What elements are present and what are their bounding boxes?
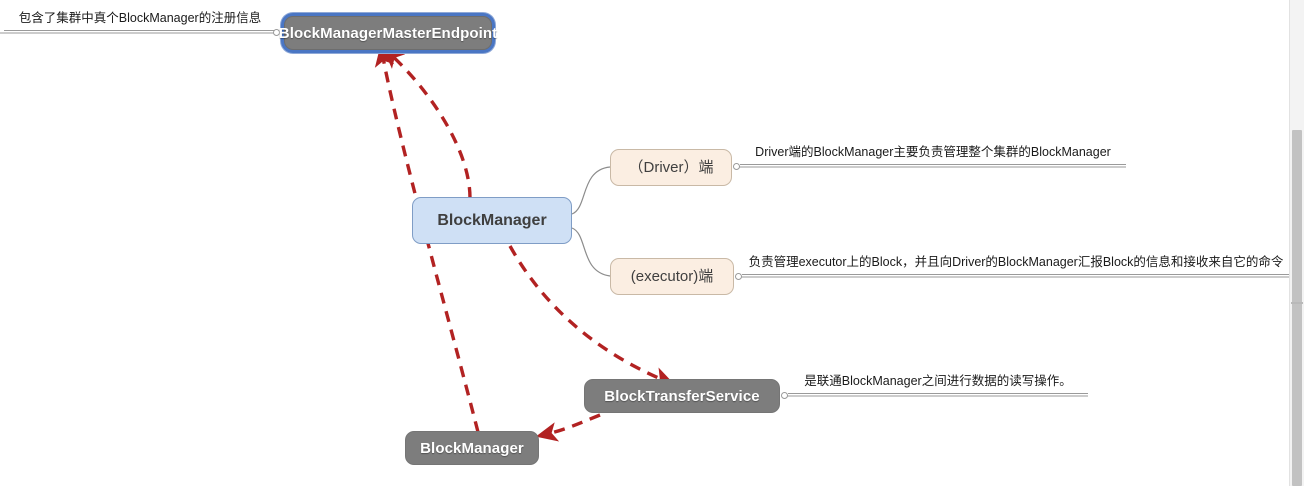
connector-dot-master-endpoint[interactable] — [273, 29, 280, 36]
node-label: （Driver）端 — [628, 159, 714, 176]
node-label: BlockManager — [420, 439, 524, 457]
node-block-manager-center[interactable]: BlockManager — [412, 197, 572, 244]
edge-center-to-executor — [571, 227, 611, 277]
node-block-manager-bottom[interactable]: BlockManager — [405, 431, 539, 465]
note-executor: 负责管理executor上的Block，并且向Driver的BlockManag… — [742, 255, 1290, 275]
note-master-endpoint: 包含了集群中真个BlockManager的注册信息 — [4, 11, 276, 31]
scrollbar-position-marker — [1291, 302, 1303, 304]
arrow-center-to-master-right — [382, 46, 472, 199]
connector-dot-executor[interactable] — [735, 273, 742, 280]
node-executor-side[interactable]: (executor)端 — [610, 258, 734, 295]
node-block-manager-master-endpoint[interactable]: BlockManagerMasterEndpoint — [279, 16, 497, 50]
node-block-transfer-service[interactable]: BlockTransferService — [584, 379, 780, 413]
note-transfer-service: 是联通BlockManager之间进行数据的读写操作。 — [788, 374, 1088, 394]
edge-center-to-driver — [571, 166, 611, 215]
connector-dot-driver[interactable] — [733, 163, 740, 170]
node-label: BlockTransferService — [604, 387, 760, 405]
node-label: (executor)端 — [630, 268, 714, 285]
node-driver-side[interactable]: （Driver）端 — [610, 149, 732, 186]
scrollbar-thumb[interactable] — [1292, 130, 1302, 486]
note-driver: Driver端的BlockManager主要负责管理整个集群的BlockMana… — [740, 145, 1126, 165]
node-label: BlockManager — [437, 211, 547, 229]
arrow-transfer-service-to-bottom-manager — [535, 413, 601, 442]
vertical-scrollbar[interactable] — [1289, 0, 1304, 486]
node-label: BlockManagerMasterEndpoint — [278, 24, 498, 42]
connector-dot-transfer-service[interactable] — [781, 392, 788, 399]
